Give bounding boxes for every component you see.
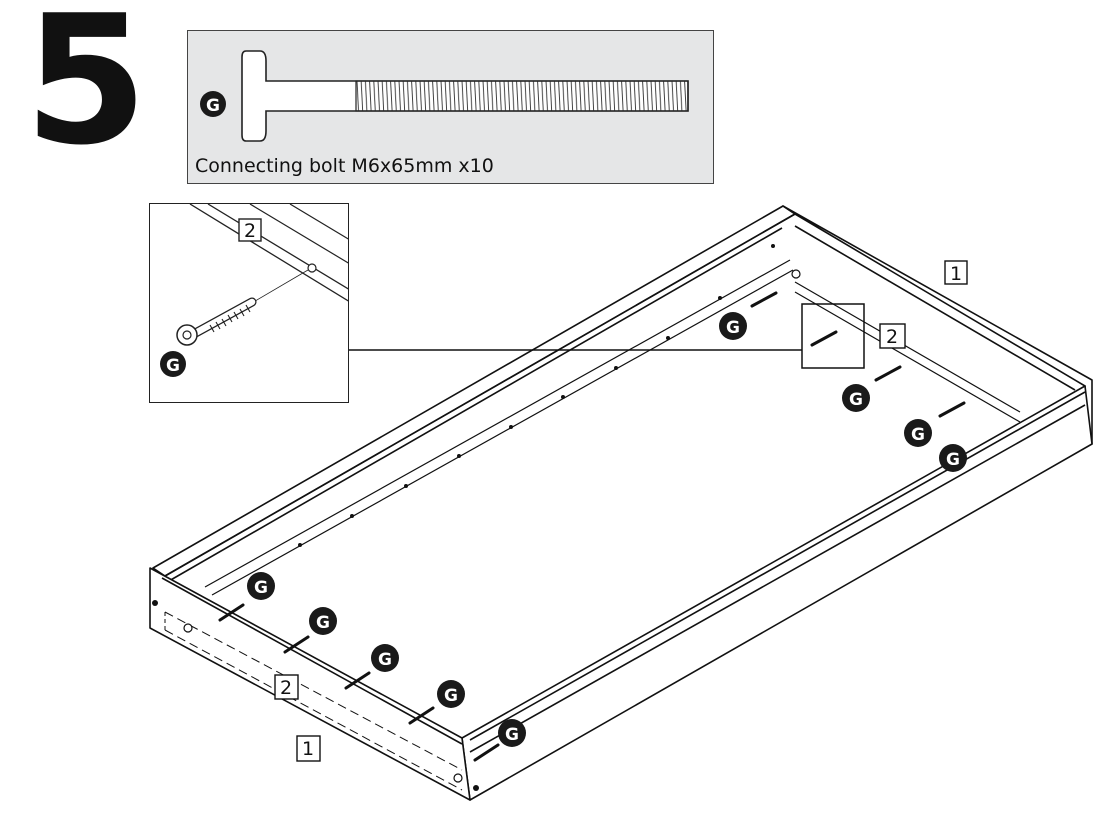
svg-text:G: G	[911, 425, 925, 445]
svg-text:G: G	[316, 613, 330, 633]
svg-text:1: 1	[950, 263, 962, 285]
g-marker: G	[498, 719, 526, 747]
panel-edge	[161, 577, 463, 745]
g-marker: G	[371, 644, 399, 672]
callout-part-1-front: 1	[296, 735, 321, 762]
step-number: 5	[24, 0, 148, 184]
bolt-illustration: G	[200, 50, 689, 142]
bolt-markers: G G G G G G G G G	[247, 312, 967, 747]
svg-text:2: 2	[886, 326, 898, 348]
g-marker: G	[842, 384, 870, 412]
rail-edge	[794, 291, 1021, 423]
svg-text:G: G	[505, 725, 519, 745]
svg-text:G: G	[849, 390, 863, 410]
svg-text:2: 2	[280, 677, 292, 699]
part-g-label: G	[206, 96, 220, 116]
hidden-edge	[164, 611, 463, 771]
svg-text:G: G	[726, 318, 740, 338]
panel-edge	[469, 391, 1086, 741]
detail-g-marker: G	[160, 351, 186, 377]
svg-text:G: G	[166, 356, 180, 376]
callout-part-2-zoom: 2	[879, 323, 906, 349]
detail-rail-edge	[189, 204, 348, 302]
panel-right-end	[782, 205, 1093, 445]
detail-part-callout: 2	[238, 218, 262, 242]
detail-bolt	[176, 297, 257, 346]
svg-text:G: G	[254, 578, 268, 598]
detail-guide-line	[249, 269, 309, 305]
hidden-edge	[164, 629, 463, 791]
detail-hole	[307, 263, 317, 273]
g-marker: G	[437, 680, 465, 708]
panel-edge	[469, 404, 1086, 753]
detail-rail-edge	[289, 204, 348, 240]
detail-inset: 2 G	[149, 203, 349, 403]
panel-edge	[794, 225, 1076, 391]
parts-caption: Connecting bolt M6x65mm x10	[195, 155, 494, 177]
g-marker: G	[309, 607, 337, 635]
panel-left-end	[149, 567, 471, 801]
svg-text:2: 2	[244, 220, 256, 242]
svg-text:1: 1	[302, 738, 314, 760]
detail-rail-edge	[249, 204, 348, 264]
svg-text:G: G	[946, 450, 960, 470]
callout-part-1-top: 1	[944, 260, 968, 285]
callout-part-2-end: 2	[274, 674, 299, 700]
rail-edge	[794, 281, 1021, 413]
g-marker: G	[719, 312, 747, 340]
parts-box: G Connecting bolt M6x65mm x10	[187, 30, 714, 184]
panel-front	[461, 385, 1093, 801]
svg-text:G: G	[444, 686, 458, 706]
detail-drawing: 2 G	[160, 204, 348, 377]
g-marker: G	[247, 572, 275, 600]
g-marker: G	[939, 444, 967, 472]
svg-text:G: G	[378, 650, 392, 670]
bolt-thread	[355, 80, 689, 112]
zoom-region	[801, 303, 865, 369]
g-marker: G	[904, 419, 932, 447]
part-g-marker: G	[200, 91, 226, 117]
detail-rail-edge	[207, 204, 348, 290]
